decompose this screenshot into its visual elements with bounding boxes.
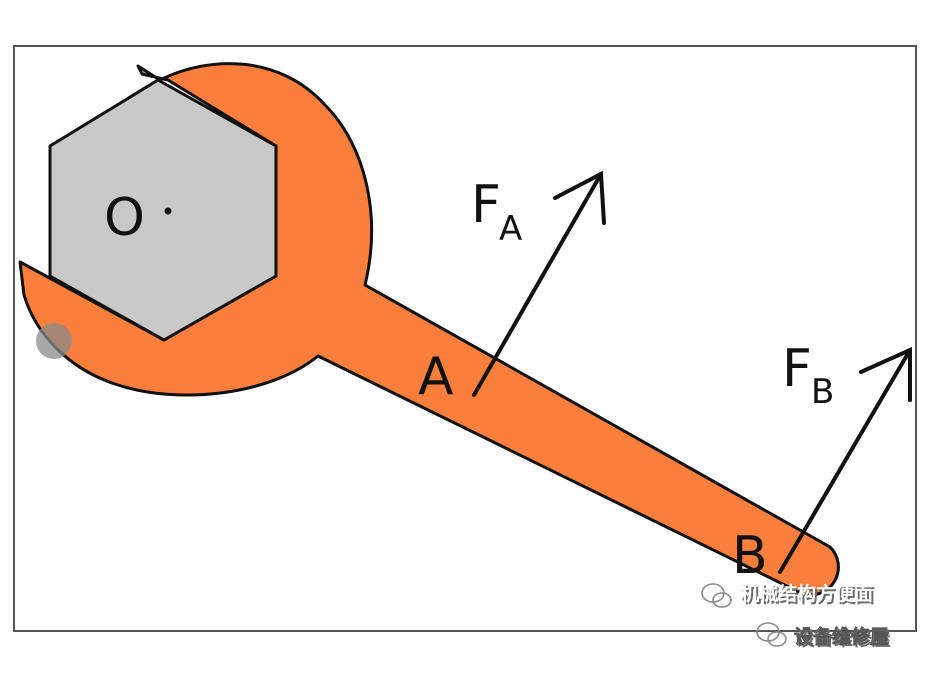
- force-a-arrowhead: [553, 170, 606, 225]
- pointer-dot-icon: [36, 323, 72, 359]
- watermark-line1: 机械结构方便面 机械结构方便面: [701, 582, 875, 608]
- point-b-label: B: [732, 526, 768, 586]
- watermark-line2-text: 设备维修屋: [794, 625, 889, 648]
- watermark-line2: 设备维修屋 设备维修屋: [756, 622, 891, 650]
- force-a-label: F: [471, 175, 501, 235]
- wrench-body: [18, 62, 840, 597]
- force-a-arrow: [472, 170, 606, 397]
- force-b-arrowhead: [859, 346, 912, 402]
- watermark-line1-text: 机械结构方便面: [740, 582, 873, 605]
- wechat-icon: [756, 622, 787, 647]
- force-b-arrow: [778, 346, 912, 574]
- wechat-icon: [701, 583, 732, 608]
- point-a-label: A: [418, 347, 454, 407]
- force-b-label: F: [782, 339, 812, 399]
- watermark-line2-shadow: 设备维修屋: [796, 627, 891, 650]
- force-b-subscript: B: [811, 372, 834, 412]
- force-a-shaft: [472, 172, 603, 397]
- force-a-subscript: A: [499, 209, 522, 249]
- wrench: [18, 62, 840, 597]
- force-b-shaft: [778, 348, 912, 574]
- watermark-line1-shadow: 机械结构方便面: [742, 584, 875, 607]
- pivot-dot: [164, 207, 172, 215]
- pivot-label: O: [104, 188, 145, 248]
- hex-nut: [48, 78, 278, 342]
